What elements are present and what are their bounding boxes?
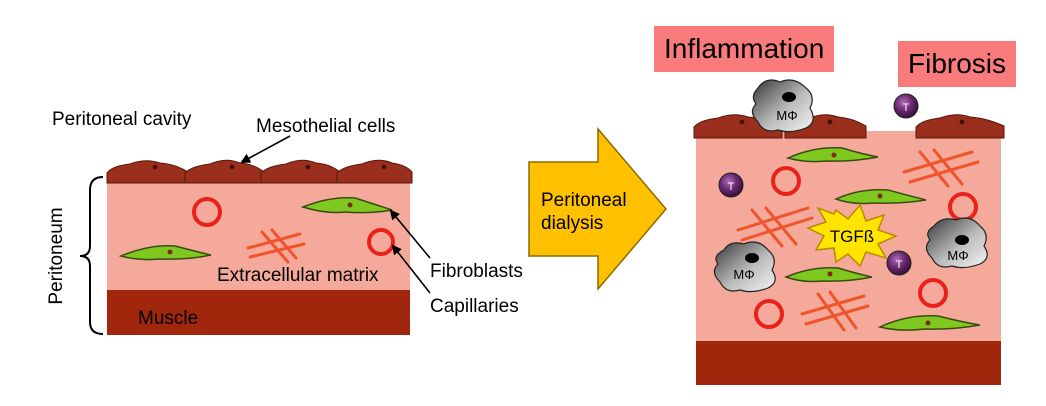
macrophage-right-label: MΦ	[947, 248, 968, 263]
peritoneum-bracket	[79, 176, 104, 335]
t-cell-top-label: T	[903, 102, 910, 114]
macrophage-top: MΦ	[751, 79, 814, 133]
right-muscle-layer	[696, 341, 1001, 385]
fibroblasts-label: Fibroblasts	[430, 261, 523, 282]
t-cell-middle-label: T	[896, 259, 903, 271]
left-mesothelial-layer	[106, 159, 413, 184]
mesothelial-pointer	[240, 135, 291, 163]
tgf-label: TGFß	[830, 227, 874, 246]
capillaries-right	[754, 166, 978, 329]
inflammation-badge: Inflammation	[654, 26, 835, 72]
capillaries-pointer	[391, 244, 431, 294]
macrophage-right: MΦ	[925, 217, 988, 269]
mesothelial-cells-label: Mesothelial cells	[256, 116, 396, 137]
peritoneum-label: Peritoneum	[46, 207, 67, 304]
fibroblasts-pointer	[389, 209, 431, 259]
fibroblast-left-2	[118, 244, 212, 261]
t-cell-left: T	[718, 172, 744, 198]
capillary-left-2	[367, 228, 395, 256]
fibroblast-nucleus-left-1	[347, 202, 353, 208]
t-cell-top: T	[893, 93, 919, 119]
extracellular-matrix-label: Extracellular matrix	[217, 265, 379, 286]
arrow-label-line1: Peritoneal	[541, 190, 627, 211]
arrow-label-line2: dialysis	[541, 213, 604, 234]
t-cell-left-label: T	[728, 181, 735, 193]
left-muscle-layer	[107, 290, 410, 335]
fibroblast-nucleus-left-2	[167, 249, 173, 255]
capillaries-label: Capillaries	[430, 296, 519, 317]
peritoneal-dialysis-arrow	[528, 126, 667, 292]
t-cell-middle: T	[886, 250, 912, 276]
capillary-left-1	[192, 197, 222, 227]
muscle-label: Muscle	[138, 308, 199, 329]
peritoneal-cavity-label: Peritoneal cavity	[52, 109, 192, 130]
tgf-burst	[806, 203, 899, 268]
fibroblast-nuclei-right	[827, 152, 931, 326]
macrophage-top-label: MΦ	[776, 108, 797, 123]
right-mesothelial-layer	[693, 114, 1005, 139]
fibrosis-badge: Fibrosis	[898, 41, 1017, 87]
macrophage-left: MΦ	[713, 241, 776, 293]
left-tissue	[107, 178, 410, 290]
matrix-left	[246, 228, 306, 264]
matrix-right	[736, 148, 980, 332]
macrophage-left-label: MΦ	[733, 267, 754, 282]
